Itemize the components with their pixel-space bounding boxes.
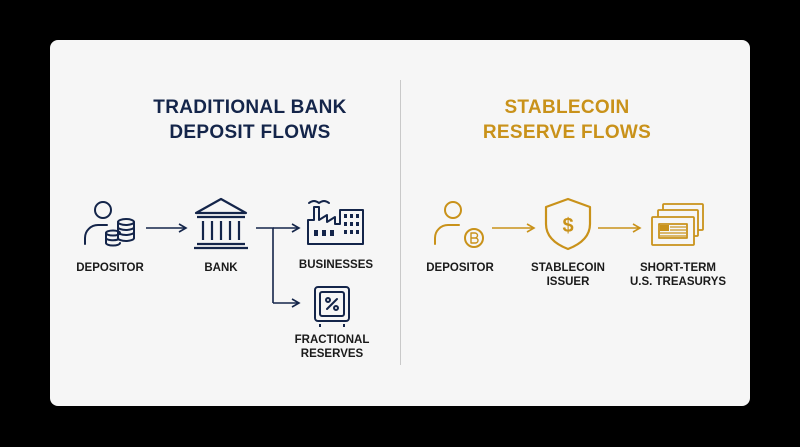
label-treasurys: SHORT-TERM U.S. TREASURYS — [629, 262, 727, 288]
stablecoin-title: STABLECOIN RESERVE FLOWS — [400, 95, 734, 145]
label-fractional-reserves: FRACTIONAL RESERVES — [294, 334, 370, 360]
section-divider — [400, 80, 401, 365]
vault-icon — [314, 286, 350, 327]
person-coins-icon — [84, 201, 135, 247]
treasury-bills-icon — [651, 203, 704, 246]
factory-icon — [307, 200, 364, 245]
label-depositor-left: DEPOSITOR — [76, 262, 144, 274]
label-businesses: BUSINESSES — [298, 259, 374, 271]
shield-dollar-icon: $ — [544, 197, 592, 251]
label-bank: BANK — [204, 262, 238, 274]
svg-text:$: $ — [562, 215, 573, 237]
stablecoin-title-line2: RESERVE FLOWS — [482, 122, 652, 143]
traditional-title-line2: DEPOSIT FLOWS — [169, 122, 331, 143]
traditional-title-line1: TRADITIONAL BANK — [153, 97, 347, 118]
traditional-title: TRADITIONAL BANK DEPOSIT FLOWS — [100, 95, 400, 145]
person-bitcoin-icon — [434, 201, 484, 248]
label-depositor-right: DEPOSITOR — [426, 262, 494, 274]
stablecoin-title-line1: STABLECOIN — [504, 97, 630, 118]
bank-building-icon — [194, 197, 248, 250]
label-stablecoin-issuer: STABLECOIN ISSUER — [531, 262, 605, 288]
